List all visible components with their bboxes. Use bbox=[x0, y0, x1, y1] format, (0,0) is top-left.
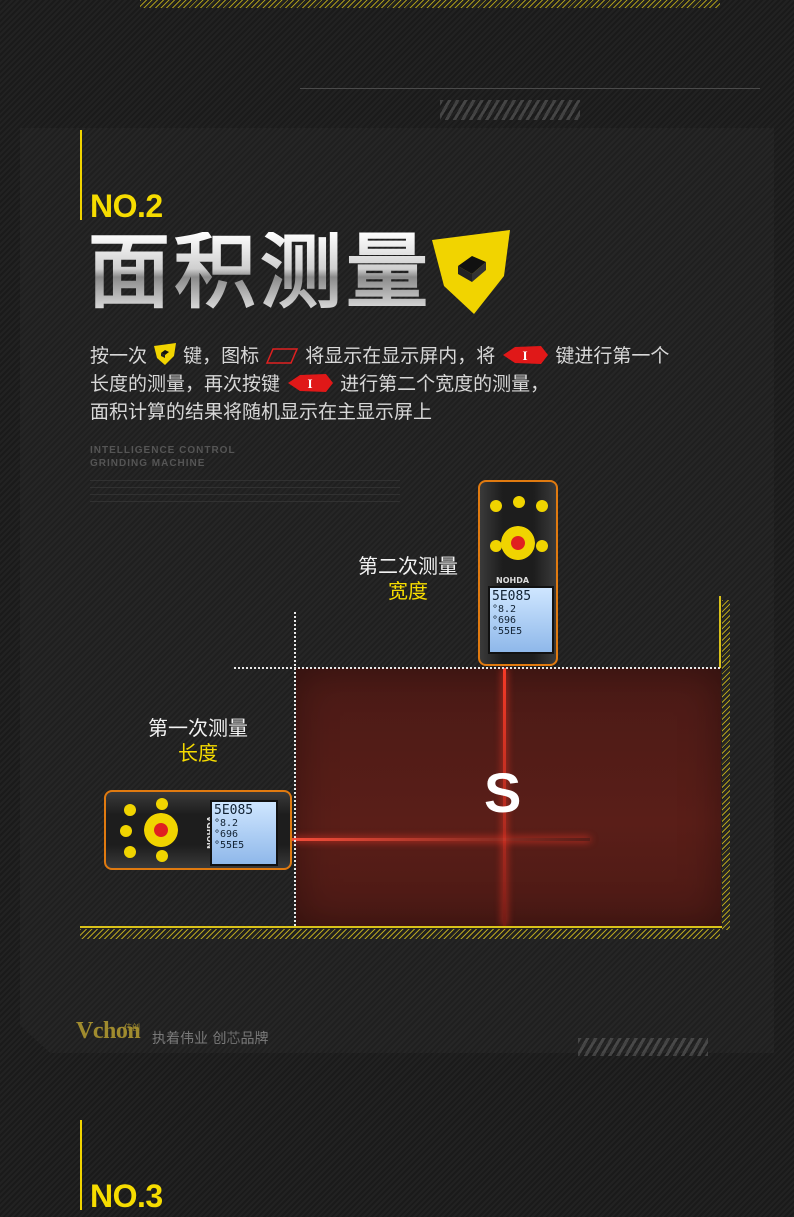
screen-line: °55E5 bbox=[492, 626, 523, 637]
screen-line: 5E085 bbox=[492, 589, 532, 604]
second-measure-title: 第二次测量 bbox=[358, 554, 458, 578]
dotted-guide-left bbox=[294, 612, 296, 926]
area-key-icon bbox=[154, 343, 177, 365]
instr-text: 面积计算的结果将随机显示在主显示屏上 bbox=[90, 401, 433, 423]
page-title: 面积测量 bbox=[88, 225, 433, 320]
section-accent-bar bbox=[80, 1120, 82, 1210]
device-button bbox=[156, 798, 168, 810]
screen-line: °55E5 bbox=[214, 840, 245, 851]
slogan-part: 芯 bbox=[226, 1031, 241, 1047]
screen-line: 5E085 bbox=[214, 803, 254, 818]
diagram-hatch-right bbox=[722, 600, 730, 930]
section-number: NO.2 bbox=[90, 188, 163, 224]
instructions: 按一次 键，图标 将显示在显示屏内，将 I 键进行第一个 长度的测量，再次按键 … bbox=[90, 342, 750, 426]
device-button bbox=[156, 850, 168, 862]
measure-key-glyph: I bbox=[308, 376, 313, 391]
second-measure-subtitle: 宽度 bbox=[388, 579, 428, 603]
slogan-part: 品牌 bbox=[240, 1031, 269, 1047]
screen-line: °8.2 bbox=[214, 818, 239, 829]
laser-beam-horizontal bbox=[290, 838, 590, 841]
instr-text: 将显示在显示屏内，将 bbox=[305, 345, 496, 367]
section-accent-bar bbox=[80, 130, 82, 220]
slogan-part: 执着伟业 创 bbox=[152, 1031, 227, 1047]
device-button bbox=[490, 500, 502, 512]
laser-beam-vertical bbox=[503, 668, 506, 926]
brand-slogan: 执着伟业 创芯品牌 bbox=[152, 1028, 268, 1048]
device-button bbox=[513, 496, 525, 508]
brand-logo-cn: 伟创 bbox=[124, 1023, 140, 1032]
device-button bbox=[124, 804, 136, 816]
laser-meter-vertical: NOHDA 5E085 °8.2 °696 °55E5 bbox=[478, 480, 558, 666]
measure-key-glyph: I bbox=[523, 348, 528, 363]
area-rectangle bbox=[296, 668, 721, 926]
top-hatch-decoration bbox=[140, 0, 720, 8]
card-frame-top bbox=[300, 88, 760, 125]
device-screen: 5E085 °8.2 °696 °55E5 bbox=[210, 800, 278, 866]
instr-text: 按一次 bbox=[90, 345, 148, 367]
first-measure-title: 第一次测量 bbox=[148, 716, 248, 740]
instr-text: 长度的测量，再次按键 bbox=[90, 373, 281, 395]
diagram-edge-bottom bbox=[80, 926, 722, 928]
ghost-line: INTELLIGENCE CONTROL bbox=[90, 445, 236, 456]
device-button bbox=[536, 500, 548, 512]
screen-line: °8.2 bbox=[492, 604, 517, 615]
ghost-lines-decoration bbox=[90, 478, 400, 502]
ghost-caption: INTELLIGENCE CONTROL GRINDING MACHINE bbox=[90, 444, 236, 470]
diagram-hatch-bottom bbox=[80, 929, 720, 939]
instr-text: 键，图标 bbox=[183, 345, 260, 367]
brand-logo: Vchon bbox=[76, 1018, 141, 1044]
device-button bbox=[124, 846, 136, 858]
stripe-decoration-bottom bbox=[578, 1038, 708, 1056]
device-screen: 5E085 °8.2 °696 °55E5 bbox=[488, 586, 554, 654]
instr-text: 键进行第一个 bbox=[555, 345, 670, 367]
instr-text: 进行第二个宽度的测量， bbox=[340, 373, 550, 395]
device-button bbox=[490, 540, 502, 552]
device-dial bbox=[144, 813, 178, 847]
screen-line: °696 bbox=[492, 615, 517, 626]
section-number: NO.3 bbox=[90, 1178, 163, 1214]
measure-key-icon: I bbox=[501, 344, 549, 366]
first-measure-subtitle: 长度 bbox=[178, 741, 218, 765]
first-measure-caption: 第一次测量 长度 bbox=[130, 716, 266, 766]
device-dial bbox=[501, 526, 535, 560]
area-mode-shield-icon bbox=[432, 230, 510, 314]
stripe-decoration-top bbox=[440, 100, 580, 120]
device-button bbox=[120, 825, 132, 837]
area-label: S bbox=[484, 761, 522, 824]
ghost-line: GRINDING MACHINE bbox=[90, 458, 206, 469]
laser-meter-horizontal: NOHDA 5E085 °8.2 °696 °55E5 bbox=[104, 790, 292, 870]
parallelogram-icon bbox=[266, 348, 299, 364]
device-button bbox=[536, 540, 548, 552]
screen-line: °696 bbox=[214, 829, 239, 840]
device-brand: NOHDA bbox=[496, 576, 530, 585]
dotted-guide-top bbox=[234, 667, 720, 669]
measure-key-icon: I bbox=[286, 372, 334, 394]
second-measure-caption: 第二次测量 宽度 bbox=[340, 554, 476, 604]
